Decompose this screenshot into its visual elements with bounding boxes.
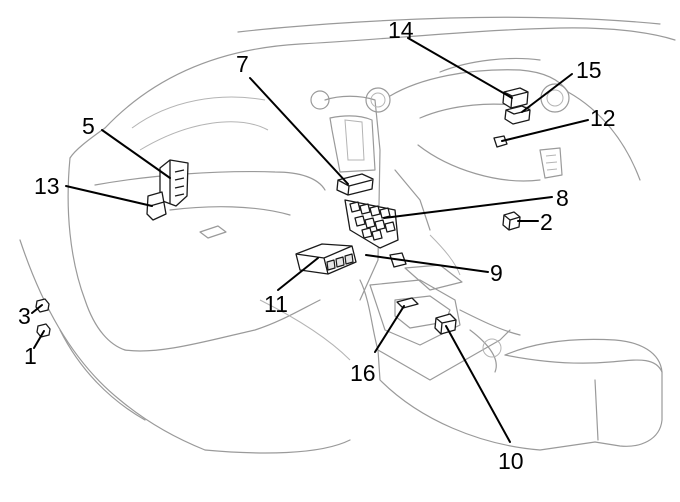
component-10-connector[interactable] bbox=[434, 313, 457, 335]
component-11-relay-block[interactable] bbox=[295, 243, 357, 275]
component-14-relay[interactable] bbox=[502, 87, 529, 109]
component-5-junction-block[interactable] bbox=[159, 159, 189, 207]
callout-13: 13 bbox=[34, 173, 60, 199]
callout-12: 12 bbox=[590, 105, 616, 131]
leader-9 bbox=[365, 254, 489, 273]
leader-lines bbox=[31, 37, 589, 443]
callout-16: 16 bbox=[350, 360, 376, 386]
leader-8 bbox=[383, 196, 553, 219]
callout-15: 15 bbox=[576, 57, 602, 83]
callout-3: 3 bbox=[18, 303, 31, 329]
leader-12 bbox=[501, 119, 589, 142]
component-13-relay[interactable] bbox=[146, 191, 167, 221]
callout-10: 10 bbox=[498, 448, 524, 474]
leader-14 bbox=[407, 37, 513, 99]
component-8-fuse-block[interactable] bbox=[344, 199, 399, 249]
leader-15 bbox=[521, 73, 573, 113]
callout-1: 1 bbox=[24, 343, 37, 369]
leader-7 bbox=[249, 77, 349, 185]
component-16-connector[interactable] bbox=[396, 297, 419, 309]
leader-1 bbox=[33, 330, 45, 349]
leader-5 bbox=[101, 129, 171, 179]
callout-9: 9 bbox=[490, 260, 503, 286]
callout-14: 14 bbox=[388, 17, 414, 43]
leader-16 bbox=[374, 305, 405, 353]
callout-numbers: 1 2 3 5 7 8 9 10 11 12 13 14 15 16 bbox=[18, 17, 616, 474]
leader-11 bbox=[277, 257, 319, 291]
dashboard-outline bbox=[19, 16, 676, 454]
callout-2: 2 bbox=[540, 209, 553, 235]
component-2-relay[interactable] bbox=[502, 211, 521, 231]
component-12-sensor[interactable] bbox=[493, 135, 508, 148]
leader-3 bbox=[31, 304, 43, 314]
leader-13 bbox=[65, 185, 153, 207]
callout-5: 5 bbox=[82, 113, 95, 139]
callout-7: 7 bbox=[236, 51, 249, 77]
callout-11: 11 bbox=[264, 291, 288, 317]
leader-10 bbox=[445, 325, 511, 443]
callout-8: 8 bbox=[556, 185, 569, 211]
